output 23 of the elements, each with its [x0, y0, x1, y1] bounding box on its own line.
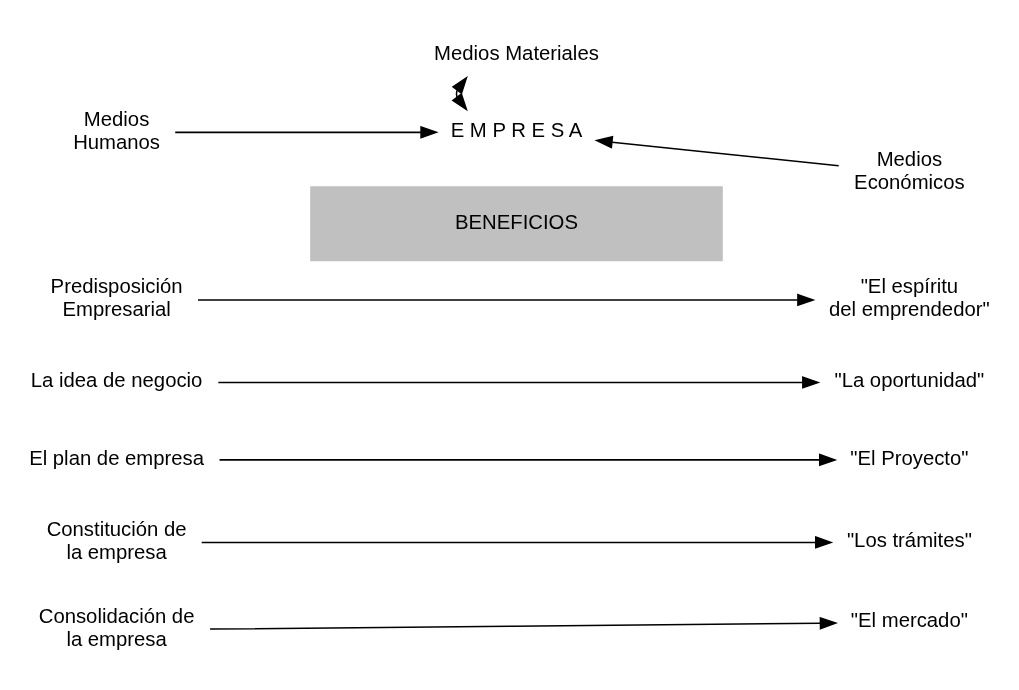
- node-text: Medios Económicos: [854, 148, 965, 194]
- node-text: La idea de negocio: [30, 369, 203, 392]
- node-text: Medios Humanos: [73, 107, 161, 153]
- arrow: [451, 76, 468, 112]
- node-text: El plan de empresa: [29, 446, 205, 469]
- node-text: Predisposición Empresarial: [50, 275, 183, 321]
- node-text: "El mercado": [850, 609, 968, 632]
- arrow: [594, 135, 840, 167]
- arrow: [197, 293, 816, 307]
- node-text: Consolidación de la empresa: [38, 605, 195, 651]
- arrow: [174, 125, 439, 139]
- node-box: BENEFICIOS: [310, 186, 723, 262]
- node-text: "El espíritu del emprendedor": [829, 275, 990, 321]
- node-text: "El Proyecto": [850, 446, 969, 469]
- arrow: [209, 616, 838, 630]
- arrow: [217, 376, 821, 389]
- arrow: [218, 453, 838, 467]
- node-text: Medios Materiales: [434, 41, 599, 64]
- arrow: [200, 536, 834, 549]
- node-text: Constitución de la empresa: [46, 517, 187, 563]
- node-text: "La oportunidad": [834, 369, 985, 392]
- node-text: "Los trámites": [846, 529, 972, 552]
- node-text: E M P R E S A: [450, 119, 583, 142]
